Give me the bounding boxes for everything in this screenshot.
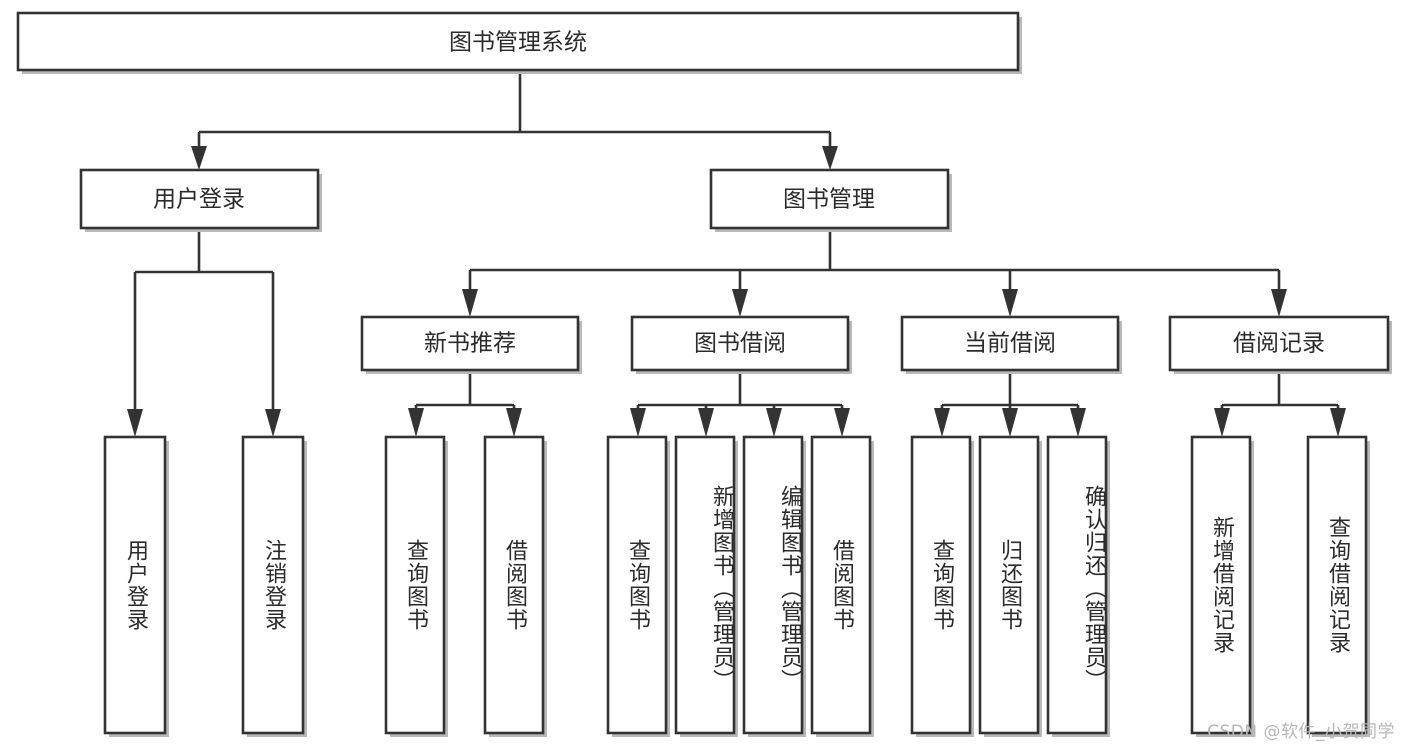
node-book-management-rect[interactable] [709,168,950,230]
connector-borrow-record-bus [1220,372,1340,412]
node-book-management-label: 图书管理 [783,187,875,213]
node-leaf-borrow-book-2-label: 借阅图书 [828,539,854,631]
connector-book-borrow-bus [636,372,844,412]
arrowhead-to-leaf-user-logout [265,409,281,437]
arrowhead-to-leaf-borrow-book-1 [506,408,522,437]
node-leaf-edit-book[interactable]: 编辑图书（管理员） [742,435,806,737]
node-leaf-borrow-book-2-rect[interactable] [810,435,872,735]
node-current-borrow-label: 当前借阅 [964,331,1056,357]
arrowhead-to-leaf-edit-book [766,408,782,437]
node-leaf-return-book-label: 归还图书 [996,539,1022,631]
node-book-borrow-label: 图书借阅 [694,331,786,357]
arrowhead-to-new-book-recommend [462,289,478,317]
node-current-borrow[interactable]: 当前借阅 [900,315,1122,374]
arrowhead-to-user-login [191,146,207,170]
node-leaf-add-record-rect[interactable] [1190,435,1252,735]
node-leaf-query-book-2[interactable]: 查询图书 [606,435,670,737]
arrowhead-to-leaf-user-login [127,409,143,437]
node-user-login-label: 用户登录 [153,187,245,213]
node-leaf-user-login[interactable]: 用户登录 [103,435,169,737]
arrowhead-to-leaf-confirm-return [1070,408,1086,437]
arrowhead-to-leaf-query-book-1 [408,408,424,437]
node-leaf-query-book-3-label: 查询图书 [928,539,954,631]
node-leaf-return-book-rect[interactable] [978,435,1040,735]
connector-book-management-bus [468,232,1281,292]
arrowhead-to-leaf-return-book [1002,408,1018,437]
node-borrow-record-label: 借阅记录 [1233,331,1325,357]
arrowhead-to-leaf-borrow-book-2 [834,408,850,437]
arrowhead-to-leaf-add-book [698,408,714,437]
node-new-book-recommend-rect[interactable] [360,315,580,372]
node-borrow-record-rect[interactable] [1168,315,1390,372]
node-leaf-borrow-book-2[interactable]: 借阅图书 [810,435,874,737]
node-leaf-borrow-book-1-rect[interactable] [483,435,545,735]
node-leaf-return-book[interactable]: 归还图书 [978,435,1042,737]
node-leaf-query-book-2-rect[interactable] [606,435,668,735]
node-leaf-user-login-label: 用户登录 [122,539,148,631]
connector-layer [127,74,1346,437]
node-leaf-confirm-return-rect[interactable] [1046,435,1108,735]
node-leaf-borrow-book-1[interactable]: 借阅图书 [483,435,547,737]
node-leaf-user-logout[interactable]: 注销登录 [241,435,307,737]
node-leaf-add-record-label: 新增借阅记录 [1208,516,1234,654]
node-leaf-confirm-return-label: 确认归还（管理员） [1081,484,1106,692]
node-leaf-query-book-1-label: 查询图书 [402,539,428,631]
arrowhead-to-leaf-query-book-2 [630,408,646,437]
node-leaf-query-book-3-rect[interactable] [910,435,972,735]
connector-current-borrow-bus [940,372,1080,412]
node-borrow-record[interactable]: 借阅记录 [1168,315,1392,374]
node-leaf-query-book-1-rect[interactable] [384,435,446,735]
node-leaf-add-book[interactable]: 新增图书（管理员） [674,435,738,737]
node-leaf-add-book-rect[interactable] [674,435,736,735]
connector-root-bus [197,74,832,152]
arrowhead-to-borrow-record [1271,289,1287,317]
node-new-book-recommend[interactable]: 新书推荐 [360,315,582,374]
arrowhead-to-book-management [822,146,838,170]
node-book-borrow-rect[interactable] [630,315,850,372]
node-book-management[interactable]: 图书管理 [709,168,952,232]
arrowhead-to-current-borrow [1002,289,1018,317]
node-leaf-user-logout-rect[interactable] [241,435,305,735]
node-user-login-rect[interactable] [79,168,320,230]
connector-user-login-bus [133,232,275,412]
node-leaf-edit-book-rect[interactable] [742,435,804,735]
node-leaf-query-record-label: 查询借阅记录 [1324,516,1350,654]
node-leaf-user-login-rect[interactable] [103,435,167,735]
node-book-borrow[interactable]: 图书借阅 [630,315,852,374]
node-root-rect[interactable] [16,11,1020,72]
node-leaf-query-record-rect[interactable] [1306,435,1368,735]
node-leaf-user-logout-label: 注销登录 [260,539,286,631]
node-new-book-recommend-label: 新书推荐 [424,331,516,357]
arrowhead-to-leaf-query-book-3 [934,408,950,437]
node-leaf-query-book-2-label: 查询图书 [624,539,650,631]
arrowhead-to-book-borrow [732,289,748,317]
node-leaf-add-book-label: 新增图书（管理员） [709,484,734,692]
arrowhead-to-leaf-query-record [1330,408,1346,437]
node-current-borrow-rect[interactable] [900,315,1120,372]
watermark-text: CSDN @软件_小贺同学 [1207,722,1395,742]
node-root-label: 图书管理系统 [449,30,587,56]
connector-new-book-recommend-bus [414,372,516,412]
leaf-layer: 用户登录 注销登录 查询图书 借阅 [103,435,1370,737]
node-leaf-query-record[interactable]: 查询借阅记录 [1306,435,1370,737]
arrowhead-to-leaf-add-record [1214,408,1230,437]
node-user-login[interactable]: 用户登录 [79,168,322,232]
node-leaf-query-book-1[interactable]: 查询图书 [384,435,448,737]
node-root[interactable]: 图书管理系统 [16,11,1022,74]
node-leaf-add-record[interactable]: 新增借阅记录 [1190,435,1254,737]
node-leaf-edit-book-label: 编辑图书（管理员） [777,484,802,692]
node-leaf-query-book-3[interactable]: 查询图书 [910,435,974,737]
node-leaf-confirm-return[interactable]: 确认归还（管理员） [1046,435,1110,737]
node-leaf-borrow-book-1-label: 借阅图书 [501,539,527,631]
